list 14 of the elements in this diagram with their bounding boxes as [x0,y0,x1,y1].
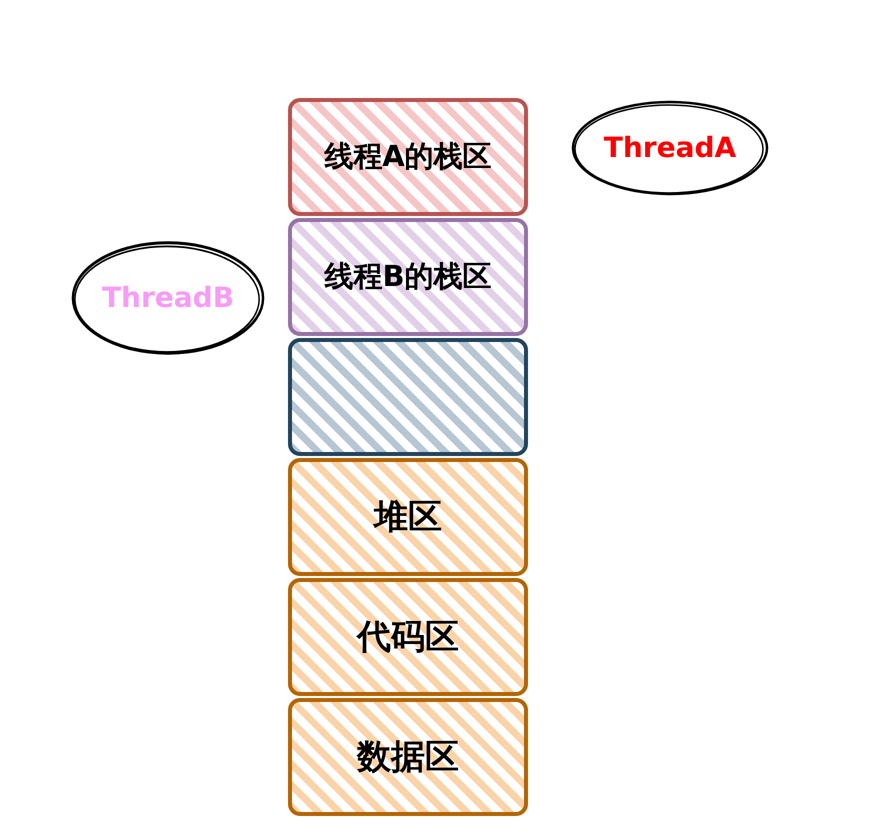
memory-region-box [288,218,528,336]
memory-region-box [288,98,528,216]
region-label: 堆区 [374,496,442,538]
memory-region-box [288,698,528,816]
memory-region-box [288,338,528,456]
region-label: 数据区 [357,736,459,778]
thread-label: ThreadA [604,130,736,166]
thread-label: ThreadB [102,280,234,316]
region-label: 线程B的栈区 [324,258,492,296]
region-label: 代码区 [357,616,459,658]
region-label: 线程A的栈区 [324,138,492,176]
memory-region-box [288,578,528,696]
thread-ellipse [570,98,770,198]
memory-region-box [288,458,528,576]
